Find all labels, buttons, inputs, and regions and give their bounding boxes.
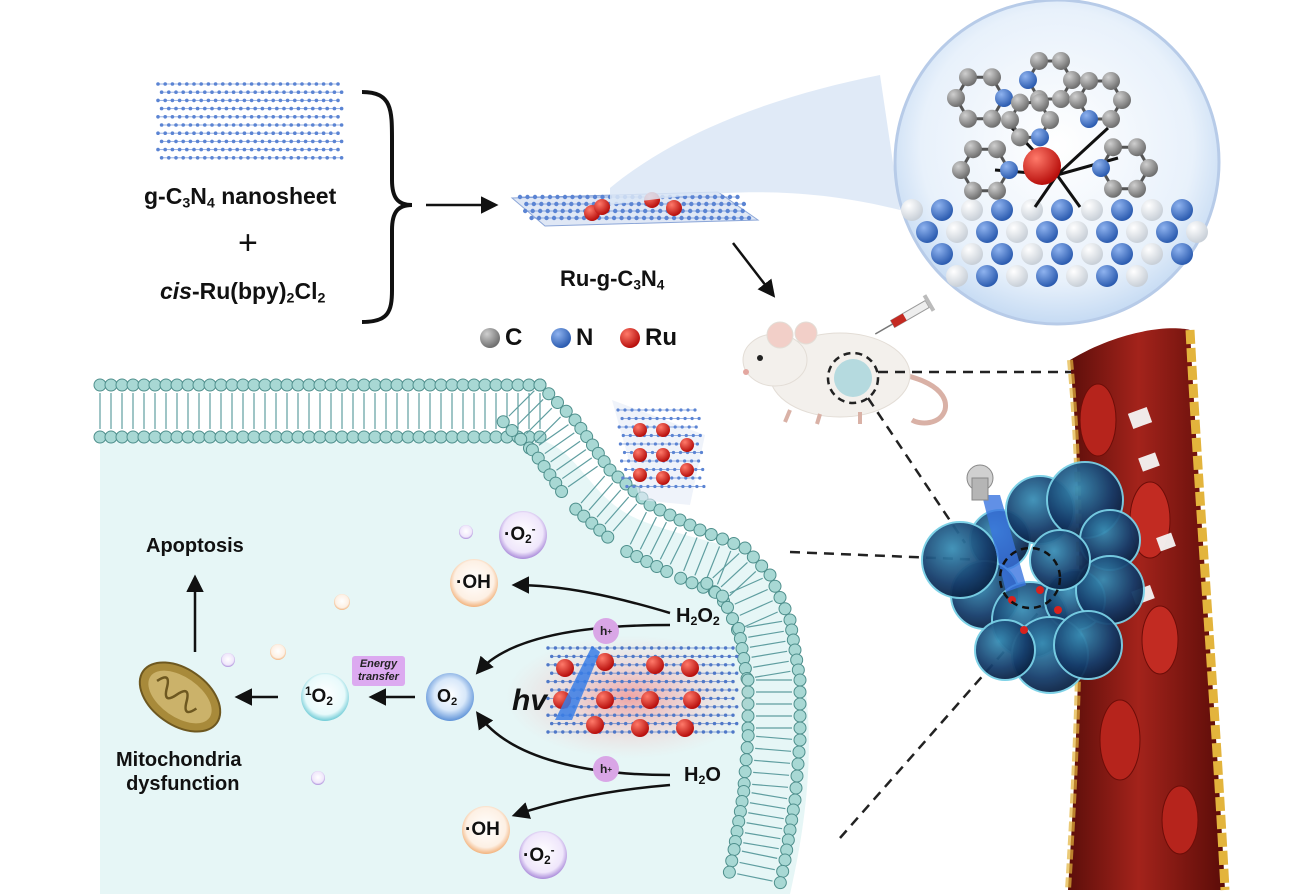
entering-nanosheet [612, 400, 706, 505]
hole-badge-top: h+ [593, 618, 619, 644]
laser-icon [966, 464, 1026, 592]
legend-ruthenium-atom [620, 328, 640, 348]
cell-membrane [93, 378, 807, 890]
arrow-to-mouse [732, 242, 776, 298]
nanosheet-label: g-C3N4 nanosheet [144, 183, 337, 212]
legend-carbon-atom [480, 328, 500, 348]
o2-radical-text-bottom: ·O2- [523, 844, 555, 867]
energy-transfer-label: Energy transfer [352, 656, 405, 686]
oh-text-top: ·OH [456, 572, 491, 593]
legend-nitrogen-atom [551, 328, 571, 348]
arrow-h2o-to-oh [511, 783, 671, 819]
ru-complex-structure [901, 51, 1208, 287]
complex-label: cis-Ru(bpy)2Cl2 [160, 278, 326, 307]
tumor-icon [921, 461, 1145, 694]
legend-nitrogen-label: N [576, 324, 594, 351]
light-beam [555, 646, 600, 720]
hv-label: hv [512, 684, 548, 717]
o2-radical-bubble-bottom [519, 831, 567, 879]
photocatalytic-sheet [546, 646, 739, 737]
legend-ruthenium-label: Ru [645, 324, 677, 351]
arrow-h2o2-to-oh [511, 576, 671, 615]
small-bubbles [221, 525, 473, 785]
plus-sign: + [238, 224, 258, 262]
oh-text-bottom: ·OH [465, 819, 500, 840]
nanosheet-image [156, 82, 344, 160]
singlet-oxygen-text: 1O2 [305, 685, 333, 708]
oh-bubble-top [450, 559, 498, 607]
h2o-label: H2O [684, 764, 721, 788]
apoptosis-label: Apoptosis [146, 535, 244, 557]
mitochondria-icon [138, 661, 222, 733]
o2-text: O2 [437, 686, 458, 708]
dash-line-2 [866, 397, 967, 544]
o2-bubble [426, 673, 474, 721]
ru-g-c3n4-sheet [510, 191, 760, 227]
h2o2-label: H2O2 [676, 605, 720, 629]
tumor-zoom-ring [826, 351, 880, 405]
o2-radical-text-top: ·O2- [504, 523, 536, 546]
arrow-h2o2-to-o2 [475, 623, 671, 675]
tumor-site-mouse [834, 359, 872, 397]
zoom-connector [610, 75, 900, 210]
hole-badge-bottom: h+ [593, 756, 619, 782]
brace-icon [361, 90, 413, 324]
legend-carbon-label: C [505, 324, 523, 351]
mitochondria-label: Mitochondria dysfunction [116, 749, 242, 795]
arrow-h2o-to-o2 [475, 711, 671, 777]
product-label: Ru-g-C3N4 [560, 266, 665, 293]
oh-bubble-bottom [462, 806, 510, 854]
o2-radical-bubble-top [499, 511, 547, 559]
tumor-target-ring [998, 546, 1062, 610]
singlet-oxygen-bubble [301, 673, 349, 721]
syringe-icon [874, 294, 936, 335]
